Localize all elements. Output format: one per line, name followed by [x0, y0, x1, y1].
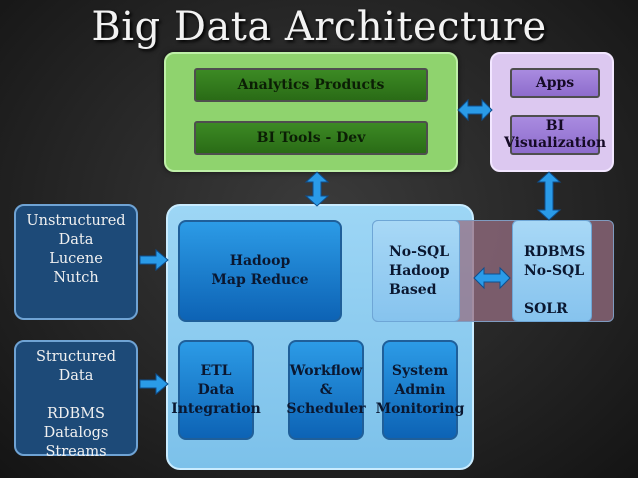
arrow-structured-to-etl: [139, 372, 169, 396]
hadoop-map-reduce-box: Hadoop Map Reduce: [178, 220, 342, 322]
arrow-nosql-rdbms: [473, 266, 511, 290]
unstructured-data-box: Unstructured Data Lucene Nutch: [14, 204, 138, 320]
arrow-bi-rdbms: [536, 171, 562, 221]
system-admin-monitoring-box: System Admin Monitoring: [376, 340, 464, 440]
structured-data-box: Structured Data RDBMS Datalogs Streams: [14, 340, 138, 460]
bi-tools-dev-box: BI Tools - Dev: [194, 121, 428, 155]
rdbms-nosql-solr-box: RDBMS No-SQL SOLR: [512, 220, 592, 322]
etl-integration-box: ETL Data Integration: [171, 340, 261, 440]
arrow-unstructured-to-hadoop: [139, 248, 169, 272]
arrow-analytics-core: [304, 171, 330, 207]
nosql-hadoop-box: No-SQL Hadoop Based: [372, 220, 460, 322]
analytics-products-box: Analytics Products: [194, 68, 428, 102]
apps-box: Apps: [510, 68, 600, 98]
bi-visualization-box: BI Visualization: [504, 115, 606, 155]
diagram-title: Big Data Architecture: [91, 4, 547, 50]
workflow-scheduler-box: Workflow & Scheduler: [286, 340, 366, 440]
arrow-analytics-bi: [457, 98, 493, 122]
